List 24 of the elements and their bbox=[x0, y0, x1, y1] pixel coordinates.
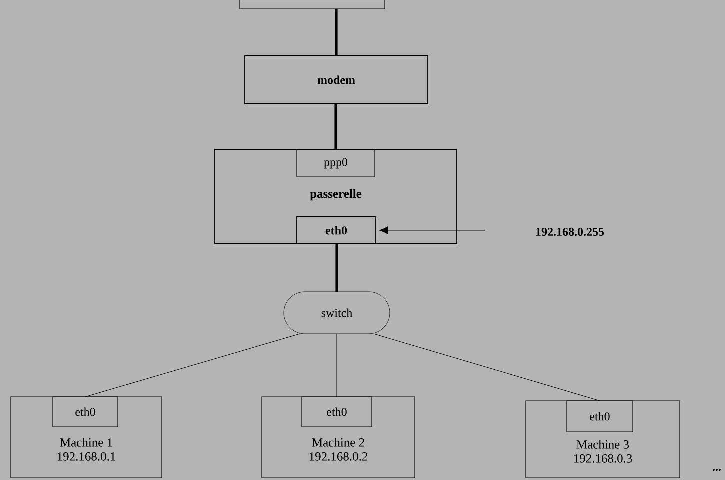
connector bbox=[380, 226, 486, 234]
connector bbox=[374, 334, 600, 402]
connector bbox=[336, 334, 338, 398]
connector bbox=[336, 244, 338, 292]
address-text: 192.168.0.255 bbox=[536, 228, 604, 236]
interface-box: eth0 bbox=[296, 216, 376, 244]
interface-box: eth0 bbox=[52, 396, 118, 428]
node-label: Machine 1 192.168.0.1 bbox=[58, 438, 116, 461]
interface-box: eth0 bbox=[302, 396, 372, 428]
device-box: modem bbox=[244, 56, 428, 104]
device-box bbox=[240, 0, 386, 10]
device-box bbox=[262, 396, 416, 478]
device-box bbox=[526, 400, 680, 478]
interface-box: eth0 bbox=[566, 400, 634, 432]
node-label: passerelle bbox=[310, 189, 362, 201]
ellipsis-text: ... bbox=[713, 469, 721, 471]
connector bbox=[334, 104, 338, 150]
node-label: Machine 2 192.168.0.2 bbox=[310, 438, 368, 461]
connector bbox=[85, 334, 300, 398]
device-box bbox=[214, 150, 458, 244]
node-label: Machine 3 192.168.0.3 bbox=[574, 440, 632, 463]
device-box bbox=[10, 396, 162, 478]
interface-box: ppp0 bbox=[296, 150, 376, 178]
connector bbox=[335, 9, 338, 56]
